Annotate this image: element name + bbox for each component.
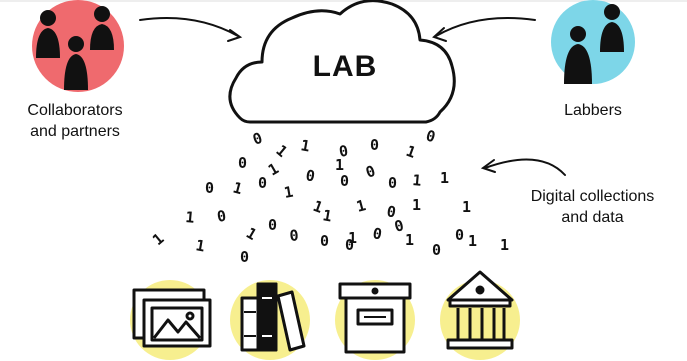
binary-digit: 0 bbox=[250, 129, 265, 149]
binary-digit: 0 bbox=[240, 248, 249, 266]
labbers-icon bbox=[551, 0, 635, 84]
binary-digit: 1 bbox=[412, 196, 421, 214]
binary-digit: 0 bbox=[258, 174, 267, 192]
binary-digit: 0 bbox=[320, 232, 329, 250]
arrow-head-data bbox=[480, 159, 496, 173]
lab-title: LAB bbox=[312, 50, 378, 83]
archive-box-icon bbox=[338, 282, 412, 354]
binary-digit: 0 bbox=[424, 126, 437, 146]
binary-digit: 0 bbox=[268, 216, 277, 234]
binary-digit: 0 bbox=[205, 179, 214, 197]
collaborators-label: Collaborators and partners bbox=[10, 100, 140, 142]
cloud-shape bbox=[228, 0, 456, 124]
binary-digit: 1 bbox=[321, 206, 333, 225]
binary-digit: 1 bbox=[462, 198, 471, 216]
arrow-collaborators-to-lab bbox=[139, 17, 239, 37]
binary-digit: 1 bbox=[335, 156, 344, 174]
binary-digit: 0 bbox=[392, 216, 405, 236]
binary-digit: 1 bbox=[194, 236, 206, 255]
binary-digit: 1 bbox=[243, 224, 260, 244]
binary-digit: 1 bbox=[440, 169, 449, 187]
binary-digit: 1 bbox=[265, 159, 282, 179]
binary-digit: 0 bbox=[216, 207, 228, 226]
binary-digit: 0 bbox=[345, 236, 354, 254]
collaborators-label-line1: Collaborators bbox=[27, 102, 123, 119]
binary-digit: 0 bbox=[385, 202, 397, 221]
binary-digit: 0 bbox=[289, 226, 300, 245]
arrow-head-right bbox=[432, 27, 447, 42]
binary-digit: 1 bbox=[231, 178, 244, 198]
binary-digit: 0 bbox=[340, 172, 349, 190]
binary-digit: 0 bbox=[238, 154, 247, 172]
digital-label-line1: Digital collections bbox=[530, 188, 655, 205]
binary-digit: 0 bbox=[338, 142, 350, 161]
binary-digit: 0 bbox=[363, 162, 378, 182]
binary-digit: 1 bbox=[283, 183, 295, 202]
binary-digit: 0 bbox=[371, 224, 383, 243]
binary-digit: 0 bbox=[388, 174, 397, 192]
arrow-data-to-stream bbox=[484, 158, 566, 176]
binary-digit: 1 bbox=[468, 232, 477, 250]
arrow-head-left bbox=[227, 29, 243, 42]
binary-digit: 1 bbox=[185, 208, 196, 227]
binary-digit: 0 bbox=[455, 226, 464, 244]
digital-label-line2: and data bbox=[561, 209, 624, 226]
collaborators-icon bbox=[32, 0, 124, 92]
binary-digit: 1 bbox=[149, 229, 167, 249]
pictures-icon bbox=[132, 288, 212, 348]
binary-digit: 1 bbox=[348, 229, 357, 247]
binary-digit: 0 bbox=[432, 241, 441, 259]
binary-digit: 1 bbox=[354, 196, 367, 216]
collaborators-label-line2: and partners bbox=[30, 123, 120, 140]
binary-digit: 1 bbox=[405, 231, 414, 249]
labbers-label: Labbers bbox=[564, 102, 622, 119]
binary-digit: 1 bbox=[500, 236, 509, 254]
binary-digit: 1 bbox=[412, 171, 423, 190]
museum-icon bbox=[446, 270, 514, 350]
books-icon bbox=[240, 282, 306, 352]
binary-digit: 0 bbox=[304, 166, 316, 185]
binary-digit: 1 bbox=[404, 142, 419, 162]
arrow-labbers-to-lab bbox=[435, 17, 536, 37]
binary-digit: 1 bbox=[299, 136, 311, 155]
digital-collections-label: Digital collections and data bbox=[515, 186, 670, 228]
binary-digit: 0 bbox=[370, 136, 379, 154]
binary-digit: 1 bbox=[272, 141, 290, 161]
